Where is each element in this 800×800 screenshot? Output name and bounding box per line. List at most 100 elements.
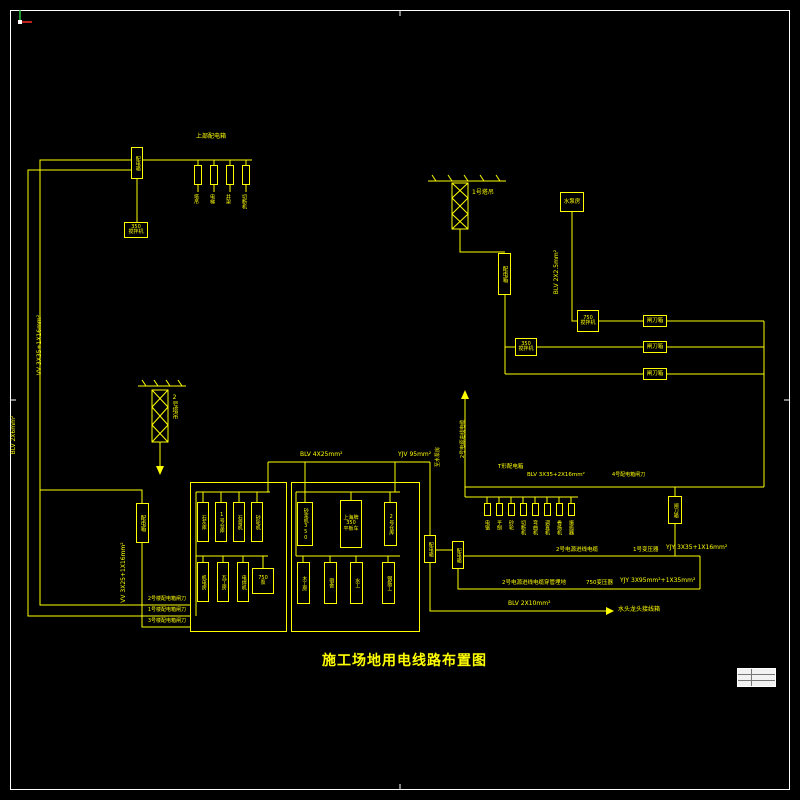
mixer-350-num: 350 <box>131 223 141 230</box>
mixer-350b-box: 350 搅拌机 <box>515 338 537 356</box>
mixer-350-name: 搅拌机 <box>128 229 144 235</box>
mixer-750-name: 搅拌机 <box>580 320 596 326</box>
truck-line-2: 350 <box>346 520 356 527</box>
row3-cable: BLV 2X10mm² <box>508 600 551 607</box>
cable-label-vv35: VV 3X35+1X16mm² <box>36 314 43 376</box>
knife-switch-box-4: 闸刀箱 <box>668 496 682 524</box>
cable-label-vv25: VV 3X25+1X16mm² <box>120 542 127 603</box>
branch-note: 4号配电箱闸刀 <box>612 472 646 478</box>
tool-label: 弯曲机 <box>532 520 538 535</box>
riser-note-incoming: 2号电源进线电缆 <box>460 419 466 459</box>
pump-750-name: 泵 <box>260 580 266 586</box>
tower-crane-symbol-2 <box>151 389 169 443</box>
row1-note: 2号电源进线电缆 <box>556 547 598 553</box>
tool-label: 切断机 <box>520 520 526 535</box>
tool-switch-box <box>544 503 551 516</box>
mixer-350b-num: 350 <box>521 340 531 347</box>
area2-room: 宿舍 <box>324 562 337 604</box>
area2-mortar-box: 砂浆机350 <box>297 502 313 546</box>
drop-label: 切断机 <box>241 194 247 209</box>
mixer-750-box: 750 搅拌机 <box>577 310 599 332</box>
upper-dist-box: 配电箱 <box>131 147 143 179</box>
yard-area-1-outline <box>190 482 287 632</box>
area1-room: 瓦工房 <box>217 562 229 602</box>
tool-label: 电锯 <box>484 520 490 530</box>
row1-cable: YJY 3X35+1X16mm² <box>666 544 728 551</box>
title-block-divider <box>751 669 752 686</box>
yard-area-2-outline <box>291 482 420 632</box>
cable-label-blv335: BLV 3X35+2X16mm² <box>527 472 585 478</box>
area1-room: 机电房 <box>197 562 209 602</box>
tool-label: 调直机 <box>544 520 550 535</box>
knife-switch-box-2: 闸刀箱 <box>643 341 667 353</box>
right-dist-box: 配电箱 <box>498 253 511 295</box>
cable-label-yjv95: YJV 95mm² <box>398 451 432 458</box>
mid-dist-box-2: 配电箱 <box>452 541 464 569</box>
t-dist-box-label: T形配电箱 <box>498 464 524 470</box>
knife-switch-box-3: 闸刀箱 <box>643 368 667 380</box>
tool-switch-box <box>532 503 539 516</box>
feeder-note: 2号楼配电箱闸刀 <box>147 596 186 602</box>
area1-room: 1号仓库 <box>215 502 227 542</box>
left-dist-box: 配电箱 <box>136 503 149 543</box>
knife-switch-box-1: 闸刀箱 <box>643 315 667 327</box>
cable-label-blv6: BLV 2X6mm² <box>10 415 17 455</box>
drop-label: 电梯 <box>209 194 215 204</box>
mixer-350-box: 350 搅拌机 <box>124 222 148 238</box>
tool-switch-box <box>496 503 503 516</box>
tower-2-label: 2号塔吊 <box>171 394 178 419</box>
row2-transformer: 750变压器 <box>586 580 613 586</box>
title-block-row <box>738 675 775 681</box>
upper-bus-label: 上部配电箱 <box>196 133 227 140</box>
title-block <box>737 668 776 687</box>
mixer-750-num: 750 <box>583 314 593 321</box>
area2-room: 木工房 <box>297 562 310 604</box>
tool-label: 平刨 <box>496 520 502 530</box>
tool-switch-box <box>556 503 563 516</box>
drop-label: 井架 <box>225 194 231 204</box>
mid-dist-box-1: 配电箱 <box>424 535 436 563</box>
crane-rail-symbols <box>138 174 506 387</box>
feeder-note: 3号楼配电箱闸刀 <box>147 618 186 624</box>
drop-switch-box <box>242 165 250 185</box>
drop-switch-box <box>210 165 218 185</box>
title-block-row <box>738 669 775 675</box>
wire-network <box>27 159 765 628</box>
pump-cable-label: BLV 2X2.5mm² <box>553 249 560 295</box>
area2-truck-box: 上海牌 350 平板车 <box>340 500 362 548</box>
pump-house-box: 水泵房 <box>560 192 584 212</box>
area1-room: 砂轮机 <box>251 502 263 542</box>
tool-label: 砂轮 <box>508 520 514 530</box>
truck-line-3: 平板车 <box>343 525 359 532</box>
tool-switch-box <box>508 503 515 516</box>
area1-room: 石膏机 <box>233 502 245 542</box>
drawing-title: 施工场地用电线路布置图 <box>322 653 487 669</box>
cable-label-blv425: BLV 4X25mm² <box>300 451 343 458</box>
tool-label: 振捣器 <box>568 520 574 535</box>
truck-line-1: 上海牌 <box>343 514 359 521</box>
drop-switch-box <box>194 165 202 185</box>
tower-1-label: 1号塔吊 <box>472 189 494 196</box>
ucs-icon <box>18 10 32 24</box>
tower-crane-symbol-1 <box>451 182 469 230</box>
drawing-frame <box>10 10 790 790</box>
pump-750-num: 750 <box>258 574 268 581</box>
pump-750-box: 750 泵 <box>252 568 274 594</box>
row2-note: 2号电源进线电缆穿管埋地 <box>502 580 567 586</box>
row3-destination: 水头龙头接线箱 <box>618 606 661 613</box>
area2-room: 水工 <box>350 562 363 604</box>
drop-switch-box <box>226 165 234 185</box>
feeder-note: 1号楼配电箱闸刀 <box>147 607 186 613</box>
area2-room: 钢筋工 <box>382 562 395 604</box>
tool-label: 卷扬机 <box>556 520 562 535</box>
tool-switch-box <box>568 503 575 516</box>
area2-store-box: 2号仓库 <box>384 502 397 546</box>
row2-cable: YJY 3X95mm²+1X35mm² <box>620 577 696 584</box>
area1-room: 石灰库 <box>197 502 209 542</box>
mixer-350b-name: 搅拌机 <box>518 346 534 352</box>
tool-switch-box <box>484 503 491 516</box>
row1-transformer: 1号变压器 <box>633 547 659 553</box>
area1-room: 电焊机 <box>237 562 249 602</box>
